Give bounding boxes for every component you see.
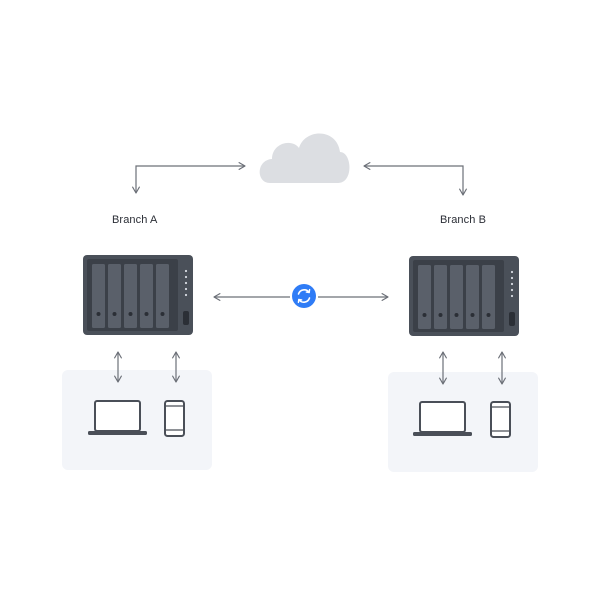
branch-b-label: Branch B	[440, 214, 487, 226]
branch-a-label: Branch A	[112, 214, 158, 226]
laptop-icon	[413, 401, 472, 436]
laptop-icon	[88, 400, 147, 435]
nas-server-icon	[83, 255, 193, 335]
cloud-branch-a-connector	[132, 162, 246, 194]
nas-server-icon	[409, 256, 519, 336]
smartphone-icon	[490, 401, 511, 438]
smartphone-icon	[164, 400, 185, 437]
sync-icon	[292, 284, 316, 308]
cloud-branch-b-connector	[363, 162, 467, 196]
cloud-icon	[259, 133, 350, 183]
